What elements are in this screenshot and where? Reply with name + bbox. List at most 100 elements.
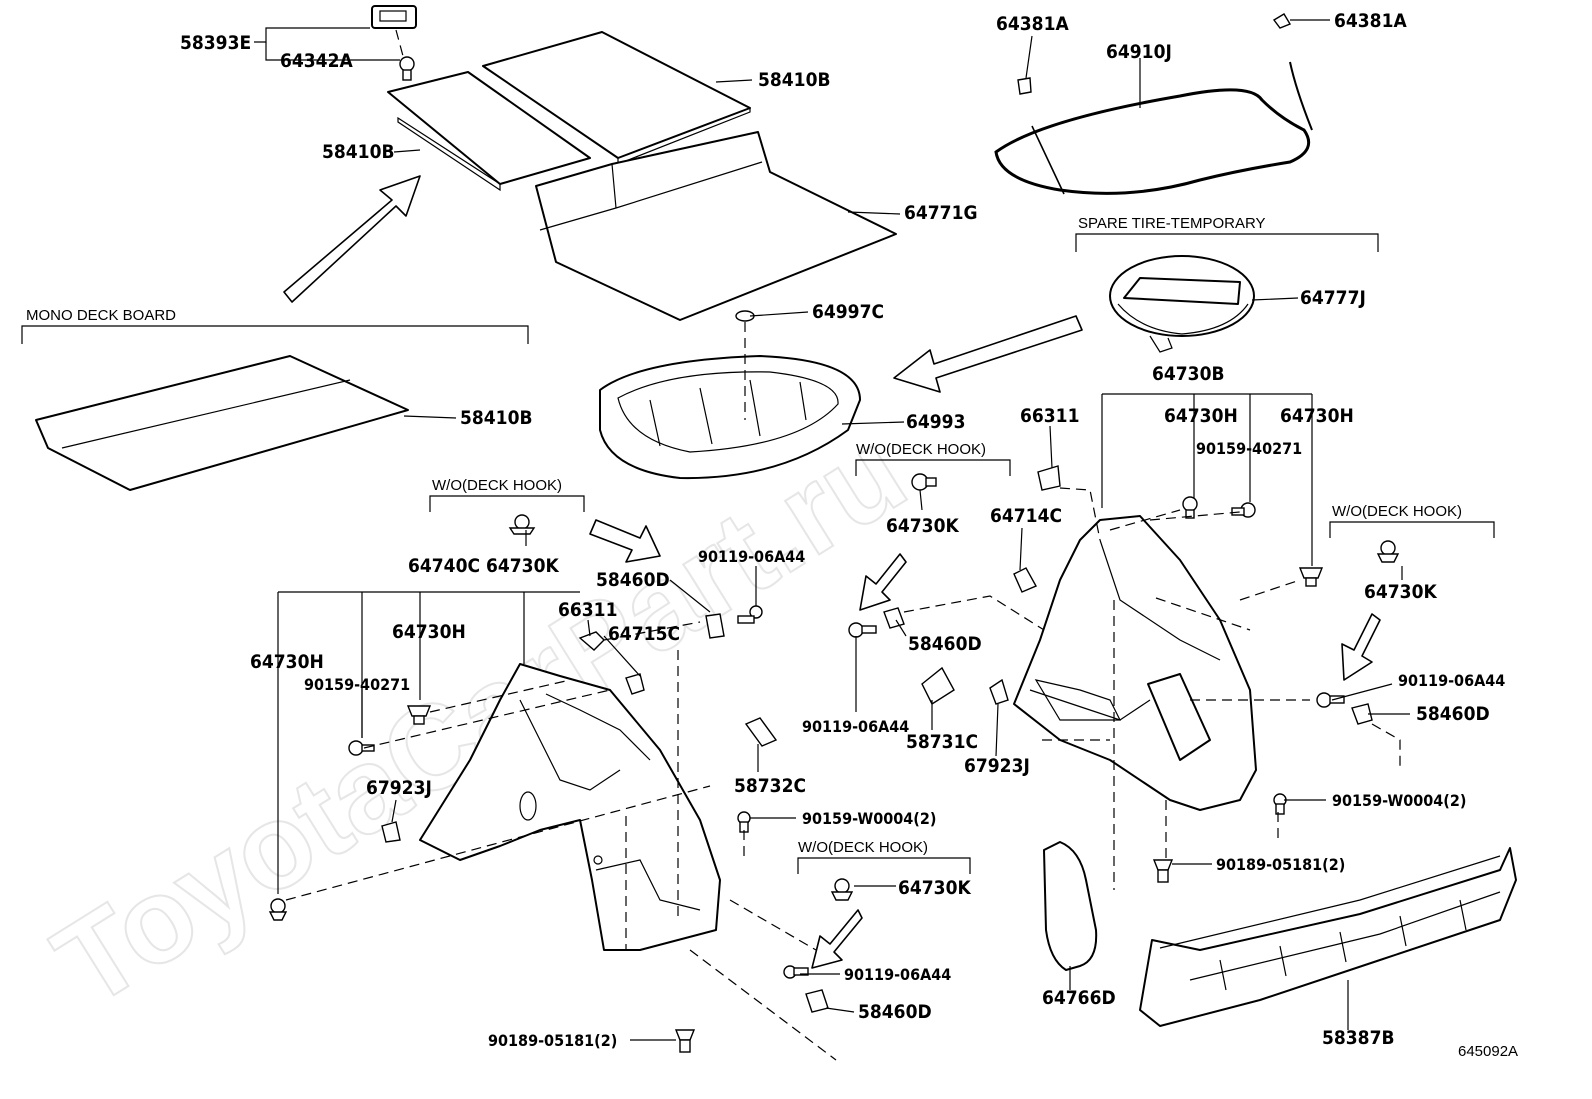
label-64715C[interactable]: 64715C — [608, 623, 680, 645]
bolt-90159-W0004-right-icon[interactable] — [1273, 793, 1287, 815]
label-90119-06A44-bottom[interactable]: 90119-06A44 — [844, 965, 951, 984]
bolt-90119-06A44-middle-icon[interactable] — [848, 622, 877, 638]
label-90159-W0004-left[interactable]: 90159-W0004(2) — [802, 809, 936, 828]
scuff-plate-58387B-icon[interactable] — [1139, 847, 1517, 1027]
clip-64730H-left-icon[interactable] — [406, 705, 432, 725]
label-64730H-left-mid[interactable]: 64730H — [392, 621, 466, 643]
quarter-trim-64740C-icon[interactable] — [419, 663, 721, 951]
nut-58460D-left-upper-icon[interactable] — [705, 613, 725, 639]
label-90159-W0004-right[interactable]: 90159-W0004(2) — [1332, 791, 1466, 810]
nut-58460D-middle-icon[interactable] — [883, 607, 905, 629]
bolt-90119-06A44-right-icon[interactable] — [1316, 692, 1345, 708]
wire-harness-64910J-icon[interactable] — [994, 61, 1313, 195]
caption-wo-deck-hook-right: W/O(DECK HOOK) — [1332, 503, 1462, 520]
bolt-64730K-right-icon[interactable] — [1376, 540, 1400, 563]
bolt-64730K-left-icon[interactable] — [508, 514, 536, 535]
clip-64381A-left-icon[interactable] — [1017, 77, 1032, 95]
label-58460D-left[interactable]: 58460D — [596, 569, 670, 591]
label-67923J-left[interactable]: 67923J — [366, 777, 432, 799]
deck-mat-64771G-icon[interactable] — [535, 131, 897, 321]
label-64740C[interactable]: 64740C — [408, 555, 480, 577]
nut-58460D-right-icon[interactable] — [1351, 703, 1373, 725]
label-66311-left[interactable]: 66311 — [558, 599, 617, 621]
clip-90189-05181-left-icon[interactable] — [674, 1029, 696, 1053]
label-90189-05181-left[interactable]: 90189-05181(2) — [488, 1031, 617, 1050]
label-64730K-left[interactable]: 64730K — [486, 555, 559, 577]
label-64730B[interactable]: 64730B — [1152, 363, 1225, 385]
label-90189-05181-right[interactable]: 90189-05181(2) — [1216, 855, 1345, 874]
bolt-90119-06A44-bottom-icon[interactable] — [783, 965, 809, 979]
bolt-90159-W0004-left-icon[interactable] — [737, 811, 751, 833]
label-58731C[interactable]: 58731C — [906, 731, 978, 753]
clip-64381A-right-icon[interactable] — [1272, 13, 1292, 29]
label-64381A-right[interactable]: 64381A — [1334, 10, 1407, 32]
clip-67923J-left-icon[interactable] — [381, 821, 401, 843]
label-64910J[interactable]: 64910J — [1106, 41, 1172, 63]
clip-64715C-icon[interactable] — [625, 673, 645, 695]
deck-mat-arrow-icon — [283, 175, 421, 303]
label-64730K-middle[interactable]: 64730K — [886, 515, 959, 537]
label-64777J[interactable]: 64777J — [1300, 287, 1366, 309]
deck-board-58410B-right-icon[interactable] — [482, 31, 751, 165]
label-64766D[interactable]: 64766D — [1042, 987, 1116, 1009]
clip-66311-right-icon[interactable] — [1037, 465, 1061, 491]
label-64730H-right-b[interactable]: 64730H — [1280, 405, 1354, 427]
cover-64714C-icon[interactable] — [1013, 567, 1037, 593]
caption-spare-tire-temporary: SPARE TIRE-TEMPORARY — [1078, 215, 1266, 232]
bracket-58732C-icon[interactable] — [744, 717, 778, 747]
label-64714C[interactable]: 64714C — [990, 505, 1062, 527]
label-90119-06A44-middle[interactable]: 90119-06A44 — [802, 717, 909, 736]
clip-64342A-icon[interactable] — [399, 56, 415, 81]
label-64771G[interactable]: 64771G — [904, 202, 978, 224]
label-58393E[interactable]: 58393E — [180, 32, 251, 54]
cover-64766D-icon[interactable] — [1043, 841, 1098, 971]
spare-tire-tray-64777J-icon[interactable] — [1109, 255, 1255, 353]
label-58460D-right[interactable]: 58460D — [1416, 703, 1490, 725]
wo-deck-hook-arrow-bottom-icon — [811, 909, 863, 969]
label-67923J-middle[interactable]: 67923J — [964, 755, 1030, 777]
nut-58460D-bottom-icon[interactable] — [805, 989, 829, 1013]
label-58732C[interactable]: 58732C — [734, 775, 806, 797]
label-64730H-left[interactable]: 64730H — [250, 651, 324, 673]
clip-58393E-icon[interactable] — [371, 5, 417, 29]
clip-64730H-right-b-icon[interactable] — [1298, 567, 1324, 587]
bolt-64730H-lower-left-icon[interactable] — [268, 898, 288, 921]
label-58410B-top[interactable]: 58410B — [758, 69, 831, 91]
diagram-code: 645092A — [1458, 1043, 1518, 1060]
label-64730K-bottom[interactable]: 64730K — [898, 877, 971, 899]
spare-tire-tray-64993-icon[interactable] — [599, 355, 861, 480]
label-64381A-left[interactable]: 64381A — [996, 13, 1069, 35]
label-58387B[interactable]: 58387B — [1322, 1027, 1395, 1049]
clip-67923J-middle-icon[interactable] — [989, 678, 1009, 705]
deck-board-58410B-left-icon[interactable] — [387, 71, 591, 192]
label-58410B-mono[interactable]: 58410B — [460, 407, 533, 429]
label-64342A[interactable]: 64342A — [280, 50, 353, 72]
label-64997C[interactable]: 64997C — [812, 301, 884, 323]
cover-58731C-icon[interactable] — [921, 666, 955, 706]
bolt-64730K-bottom-icon[interactable] — [830, 878, 854, 901]
label-58460D-middle[interactable]: 58460D — [908, 633, 982, 655]
caption-wo-deck-hook-left: W/O(DECK HOOK) — [432, 477, 562, 494]
bolt-64730H-right-a-icon[interactable] — [1182, 496, 1198, 519]
watermark-text: ToyotaCarPart.ru — [33, 404, 928, 1032]
bolt-90159-40271-right-icon[interactable] — [1231, 502, 1256, 518]
label-58460D-bottom[interactable]: 58460D — [858, 1001, 932, 1023]
label-64730H-right-a[interactable]: 64730H — [1164, 405, 1238, 427]
caption-mono-deck-board: MONO DECK BOARD — [26, 307, 176, 324]
label-90119-06A44-right[interactable]: 90119-06A44 — [1398, 671, 1505, 690]
label-90119-06A44-left[interactable]: 90119-06A44 — [698, 547, 805, 566]
mono-deck-board-58410B-icon[interactable] — [35, 355, 409, 491]
bolt-90159-40271-left-icon[interactable] — [348, 740, 375, 756]
quarter-trim-right-icon[interactable] — [1013, 515, 1257, 811]
label-58410B-left[interactable]: 58410B — [322, 141, 395, 163]
clip-90189-05181-right-icon[interactable] — [1152, 859, 1174, 883]
label-90159-40271-right[interactable]: 90159-40271 — [1196, 439, 1302, 458]
spare-tire-direction-arrow-icon — [893, 315, 1083, 393]
label-64993[interactable]: 64993 — [906, 411, 965, 433]
label-90159-40271-left[interactable]: 90159-40271 — [304, 675, 410, 694]
label-66311-right[interactable]: 66311 — [1020, 405, 1079, 427]
bolt-64730K-middle-icon[interactable] — [911, 473, 937, 491]
label-64730K-right[interactable]: 64730K — [1364, 581, 1437, 603]
